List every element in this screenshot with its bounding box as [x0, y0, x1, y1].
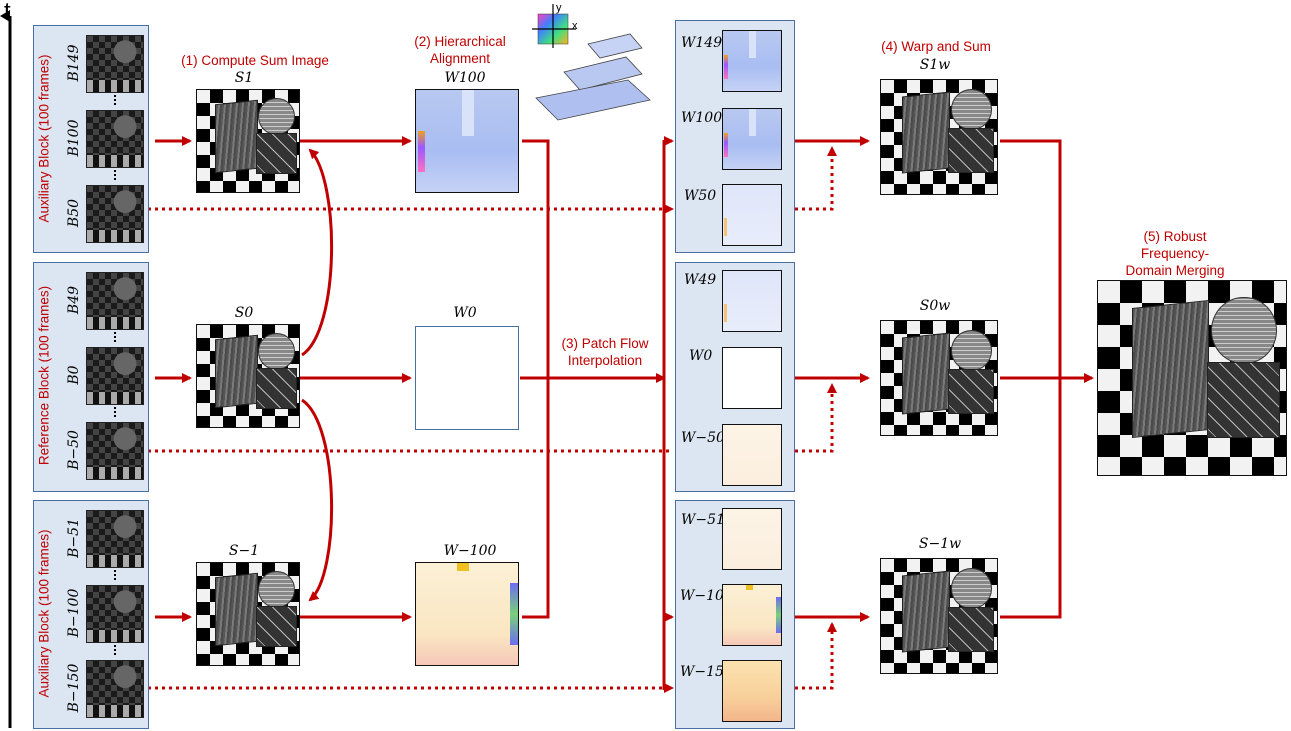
interp-field-label: W49 [684, 272, 717, 288]
frame-thumb [86, 110, 144, 168]
step2-label: (2) Hierarchical Alignment [414, 34, 506, 66]
arrow-w100-bus [522, 139, 550, 378]
alignment-field-w-100 [415, 562, 519, 666]
frame-thumb [86, 510, 144, 568]
sum-image-s0 [196, 324, 300, 428]
reference-block-label: Reference Block (100 frames) [36, 285, 52, 466]
frame-label: B49 [66, 285, 82, 315]
flow-pyramid-illustration [532, 4, 651, 121]
interp-field-label: W−51 [681, 512, 725, 528]
sum-image-s1 [196, 89, 300, 193]
time-axis-label: t [4, 0, 11, 25]
ellipsis-mark [114, 95, 118, 105]
ellipsis-mark [114, 645, 118, 655]
sum-image-s-1 [196, 562, 300, 666]
interp-field [722, 270, 782, 332]
alignment-field-w0 [415, 326, 519, 430]
frame-label: B−100 [66, 588, 82, 638]
dotted-top-to-warp [795, 146, 837, 211]
curve-s0-to-s-1 [301, 398, 333, 602]
interp-field [722, 508, 782, 570]
interp-field-label: W149 [681, 35, 723, 51]
alignment-field-label: W−100 [443, 543, 497, 559]
warped-sum-label: S0w [919, 298, 951, 314]
interp-field-label: W50 [684, 188, 717, 204]
warped-sum-label: S1w [919, 57, 951, 73]
interp-field [722, 584, 782, 646]
frame-thumb [86, 585, 144, 643]
ellipsis-mark [114, 170, 118, 180]
alignment-field-label: W0 [453, 305, 477, 321]
curve-s0-to-s1 [301, 148, 333, 357]
sum-image-label: S1 [234, 70, 254, 86]
frame-label: B50 [66, 198, 82, 228]
interp-field [722, 424, 782, 486]
arrow-w-100-bus [522, 378, 550, 619]
auxiliary-block-bottom-label: Auxiliary Block (100 frames) [36, 529, 52, 698]
warped-sum-s-1w [880, 558, 998, 674]
legend-axis-y: y [556, 2, 562, 14]
frame-thumb [86, 422, 144, 480]
interp-field-label: W−150 [680, 664, 733, 680]
step5-label: (5) Robust Frequency-Domain Merging [1125, 229, 1225, 278]
ellipsis-mark [114, 570, 118, 580]
warped-sum-s1w [880, 79, 998, 195]
interp-field [722, 30, 782, 92]
frame-label: B149 [66, 44, 82, 82]
dotted-bot-to-warp [795, 622, 837, 690]
interp-field-label: W100 [681, 110, 723, 126]
interp-field [722, 347, 782, 409]
interp-field-label: W−50 [681, 430, 725, 446]
interp-field [722, 108, 782, 170]
interp-field-label: W−100 [680, 588, 733, 604]
alignment-field-w100 [415, 89, 519, 193]
frame-thumb [86, 35, 144, 93]
step1-label: (1) Compute Sum Image [181, 53, 329, 68]
warped-sum-s0w [880, 320, 998, 436]
frame-label: B0 [66, 365, 82, 385]
frame-label: B−150 [66, 663, 82, 713]
dotted-mid-to-warp [795, 383, 837, 453]
frame-thumb [86, 347, 144, 405]
frame-label: B100 [66, 119, 82, 157]
sum-image-label: S−1 [228, 543, 260, 559]
warped-sum-label: S−1w [918, 536, 962, 552]
frame-thumb [86, 660, 144, 718]
merged-result-image [1097, 280, 1287, 476]
frame-label: B−50 [66, 430, 82, 470]
step4-label: (4) Warp and Sum [881, 39, 991, 54]
arrow-s-1w-to-merge [1000, 378, 1062, 619]
interp-field [722, 184, 782, 246]
auxiliary-block-top-label: Auxiliary Block (100 frames) [36, 54, 52, 223]
frame-label: B−51 [66, 518, 82, 558]
ellipsis-mark [114, 407, 118, 417]
alignment-field-label: W100 [444, 70, 486, 86]
legend-axis-x: x [572, 20, 578, 32]
frame-thumb [86, 185, 144, 243]
sum-image-label: S0 [234, 305, 254, 321]
arrow-s1w-to-merge [1000, 139, 1062, 378]
frame-thumb [86, 272, 144, 330]
step3-label: (3) Patch Flow Interpolation [561, 336, 649, 368]
interp-field-label: W0 [689, 348, 713, 364]
ellipsis-mark [114, 332, 118, 342]
interp-field [722, 660, 782, 722]
